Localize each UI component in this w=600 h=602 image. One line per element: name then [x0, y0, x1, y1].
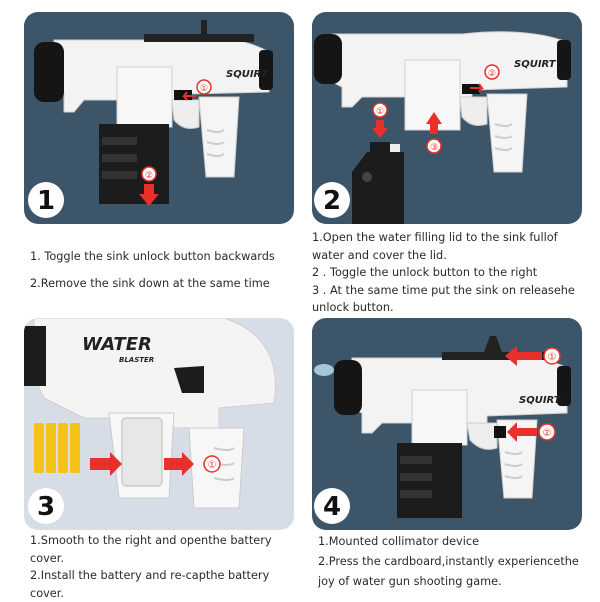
- caption-line: 1.Mounted collimator device: [318, 535, 480, 548]
- collimator-device: [484, 336, 502, 352]
- step-1-captions: 1. Toggle the sink unlock button backwar…: [30, 248, 300, 292]
- sink-magazine: [352, 152, 404, 224]
- caption-line: 1. Toggle the sink unlock button backwar…: [30, 250, 275, 263]
- step-1-panel: SQUIRT ① ② 1: [24, 12, 294, 224]
- step-3-badge: [28, 488, 64, 524]
- batteries: [34, 419, 80, 473]
- svg-text:1: 1: [37, 186, 55, 216]
- arrow-marker-1: ①: [372, 102, 388, 138]
- caption-line: 3 . At the same time put the sink on rel…: [312, 283, 575, 315]
- step-3-panel: WATER BLASTER ① 3: [24, 318, 294, 530]
- step-2-badge: [314, 182, 350, 218]
- caption-line: 2.Remove the sink down at the same time: [30, 276, 270, 290]
- step-4-illustration: SQUIRT ① ② 4: [314, 336, 571, 524]
- caption-line: 1.Open the water filling lid to the sink…: [312, 231, 558, 262]
- svg-text:②: ②: [488, 69, 496, 79]
- svg-text:3: 3: [37, 492, 55, 522]
- arrow-marker-2: ②: [139, 166, 159, 206]
- arrow-marker-1: ①: [203, 455, 221, 473]
- muzzle: [34, 42, 64, 102]
- svg-text:②: ②: [145, 171, 153, 181]
- sink-magazine: [99, 124, 169, 204]
- svg-text:①: ①: [548, 352, 557, 363]
- step-1-illustration: SQUIRT ① ② 1: [28, 20, 273, 218]
- step-4-captions: 1.Mounted collimator device 2.Press the …: [318, 532, 586, 591]
- step-3-captions: 1.Smooth to the right and openthe batter…: [30, 532, 295, 602]
- step-2-captions: 1.Open the water filling lid to the sink…: [312, 229, 582, 317]
- gun-logo: SQUIRT: [519, 395, 562, 406]
- svg-text:①: ①: [208, 460, 217, 471]
- arrow-marker-1: ①: [182, 79, 212, 101]
- step-2-panel: SQUIRT ② ① ③ 2: [312, 12, 582, 224]
- caption-line: 1.Smooth to the right and openthe batter…: [30, 534, 272, 565]
- svg-text:③: ③: [430, 143, 438, 153]
- step-2-illustration: SQUIRT ② ① ③ 2: [314, 31, 571, 224]
- gun-logo: SQUIRT: [226, 69, 269, 80]
- caption-line: 2 . Toggle the unlock button to the righ…: [312, 266, 538, 279]
- step-1-badge: [28, 182, 64, 218]
- svg-text:①: ①: [200, 84, 208, 94]
- svg-text:②: ②: [543, 428, 552, 439]
- caption-line: 2.Install the battery and re-capthe batt…: [30, 569, 270, 600]
- step-4-badge: [314, 488, 350, 524]
- svg-text:①: ①: [376, 107, 384, 117]
- arrow-marker-1: ①: [505, 346, 561, 366]
- arrow-marker-3: ③: [426, 112, 442, 154]
- svg-text:2: 2: [323, 186, 341, 216]
- step-4-panel: SQUIRT ① ② 4: [312, 318, 582, 530]
- arrow-marker-2: ②: [507, 422, 556, 442]
- gun-logo: SQUIRT: [514, 59, 557, 70]
- gun-logo-sub: BLASTER: [119, 356, 154, 364]
- svg-text:4: 4: [323, 492, 341, 522]
- caption-line: 2.Press the cardboard,instantly experien…: [318, 554, 579, 588]
- gun-logo: WATER: [82, 334, 152, 355]
- step-3-illustration: WATER BLASTER ① 3: [24, 318, 276, 524]
- arrow-marker-2: ②: [470, 64, 500, 93]
